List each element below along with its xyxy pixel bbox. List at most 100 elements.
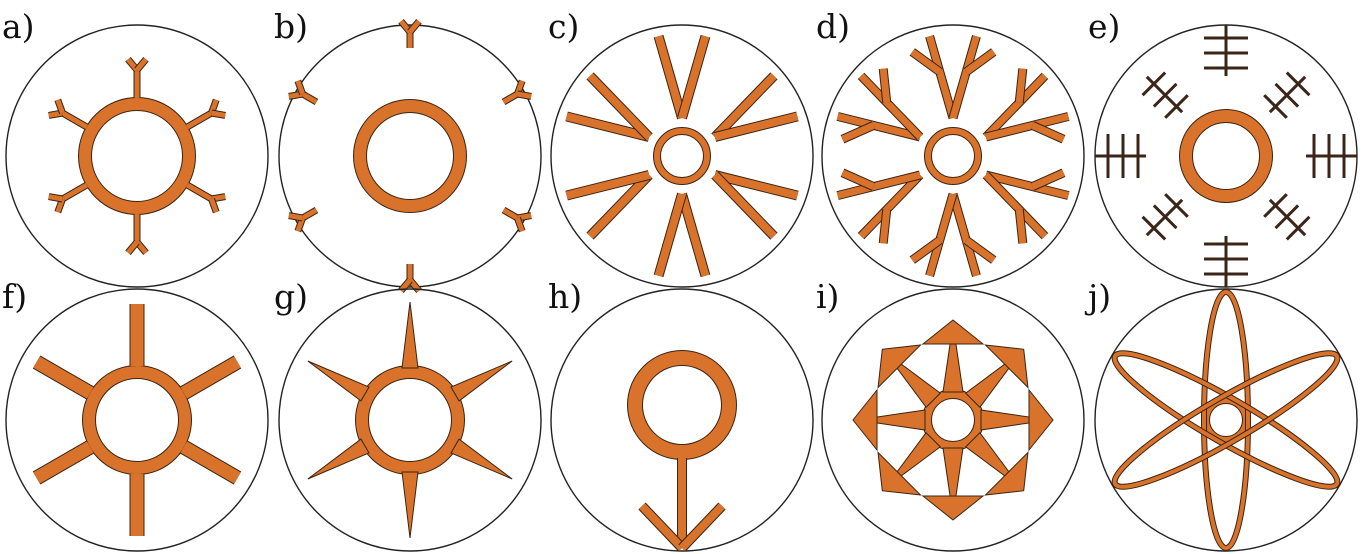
branch-electrode-0-1 xyxy=(949,35,980,119)
disc-outline xyxy=(550,288,814,552)
fork-electrode-4-arm xyxy=(516,91,532,99)
wire-crossbar-5-2 xyxy=(1141,215,1167,241)
disc-outline xyxy=(1094,288,1358,552)
wire-crossbar-5-0 xyxy=(1164,193,1189,218)
electrode-pattern-c xyxy=(565,34,799,278)
branch-electrode-1-1 xyxy=(985,113,1070,141)
v-electrode-2-1 xyxy=(712,172,777,239)
branch-electrode-3-0 xyxy=(949,193,980,277)
panel-label-e: e) xyxy=(1088,7,1120,46)
panel-label-j: j) xyxy=(1084,277,1111,316)
sub-branch-electrode-2-1 xyxy=(1015,209,1027,244)
sub-branch-electrode-1-1 xyxy=(1031,122,1065,143)
fork-electrode-4-arm xyxy=(48,194,63,202)
v-electrode-1-0 xyxy=(712,73,777,140)
panel-label-i: i) xyxy=(816,277,839,316)
panel-label-c: c) xyxy=(548,7,579,46)
spike-electrode-2 xyxy=(980,409,1050,431)
v-electrode-1-1 xyxy=(713,112,799,141)
branch-electrode-0-0 xyxy=(926,35,957,119)
loop-electrode-1 xyxy=(1112,351,1340,489)
panel-label-a: a) xyxy=(2,7,35,46)
sub-branch-electrode-2-0 xyxy=(1031,169,1065,190)
cross-tip-electrode-1 xyxy=(984,344,1029,389)
branch-electrode-4-0 xyxy=(858,172,923,239)
fork-electrode-1-stem xyxy=(185,110,213,130)
spike-electrode-2 xyxy=(450,438,513,480)
fork-electrode-2-stem xyxy=(301,91,318,105)
spike-electrode-6 xyxy=(856,409,926,431)
ring-electrode xyxy=(1180,110,1272,202)
branch-electrode-3-1 xyxy=(926,193,957,277)
spike-electrode-4 xyxy=(942,447,964,517)
ring-electrode xyxy=(654,128,710,184)
sub-branch-electrode-1-0 xyxy=(1015,68,1027,103)
cross-tip-electrode-4 xyxy=(921,495,985,521)
panel-b: b) xyxy=(274,7,542,293)
panel-i: i) xyxy=(816,277,1085,552)
panel-c: c) xyxy=(548,7,814,288)
wire-crossbar-7-2 xyxy=(1141,71,1167,97)
wire-crossbar-1-1 xyxy=(1274,82,1300,108)
panel-e: e) xyxy=(1088,7,1358,288)
sub-branch-electrode-0-1 xyxy=(964,49,996,75)
v-electrode-5-1 xyxy=(587,73,652,140)
spike-electrode-5 xyxy=(307,360,370,402)
spike-electrode-1 xyxy=(450,360,513,402)
cross-tip-electrode-6 xyxy=(852,388,878,452)
disc-outline xyxy=(821,24,1085,288)
spoke-electrode-5 xyxy=(33,356,94,399)
fork-electrode-5-stem xyxy=(502,207,519,221)
v-electrode-3-1 xyxy=(654,192,686,277)
branch-electrode-4-1 xyxy=(836,171,921,199)
sub-branch-electrode-3-1 xyxy=(910,237,942,263)
loop-electrode-edge-2 xyxy=(1111,350,1341,490)
disc-outline xyxy=(278,24,542,288)
sub-branch-electrode-5-0 xyxy=(841,122,875,143)
v-electrode-2-0 xyxy=(713,171,799,200)
arrow-arm-electrode xyxy=(679,503,725,551)
panel-label-f: f) xyxy=(2,277,27,316)
sub-branch-electrode-4-1 xyxy=(841,169,875,190)
ring-electrode xyxy=(354,100,466,212)
v-electrode-0-0 xyxy=(654,35,686,120)
spoke-electrode-2 xyxy=(180,441,241,484)
wire-crossbar-3-1 xyxy=(1274,204,1300,230)
fork-electrode-2-stem xyxy=(185,182,213,202)
ring-electrode xyxy=(356,366,464,474)
spike-electrode-3 xyxy=(401,471,419,539)
wire-crossbar-1-2 xyxy=(1285,71,1311,97)
loop-electrode-edge-1 xyxy=(1111,350,1341,490)
branch-electrode-5-0 xyxy=(836,113,921,141)
spike-electrode-0 xyxy=(942,323,964,393)
electrode-pattern-b xyxy=(288,19,532,293)
electrode-pattern-f xyxy=(32,304,242,536)
wire-crossbar-7-0 xyxy=(1164,94,1189,119)
spike-electrode-4 xyxy=(307,438,370,480)
cross-tip-electrode-3 xyxy=(984,451,1029,496)
panel-f: f) xyxy=(2,277,269,552)
ring-electrode xyxy=(83,366,191,474)
fork-electrode-5-arm xyxy=(515,217,525,233)
panel-h: h) xyxy=(548,277,814,552)
panel-d: d) xyxy=(816,7,1085,288)
fork-electrode-1-arm xyxy=(288,213,304,221)
cross-tip-electrode-2 xyxy=(1028,388,1054,452)
sub-branch-electrode-0-0 xyxy=(910,49,942,75)
ring-electrode xyxy=(923,390,983,450)
spoke-electrode-4 xyxy=(33,441,94,484)
panel-label-g: g) xyxy=(274,277,308,316)
electrode-pattern-a xyxy=(48,57,226,255)
panel-label-b: b) xyxy=(274,7,308,46)
panel-label-h: h) xyxy=(548,277,582,316)
panel-g: g) xyxy=(274,277,542,552)
panel-j: j) xyxy=(1084,277,1358,552)
fork-electrode-0-arm xyxy=(135,57,148,72)
fork-electrode-5-stem xyxy=(61,110,89,130)
fork-electrode-4-stem xyxy=(61,182,89,202)
panel-a: a) xyxy=(2,7,269,288)
electrode-pattern-i xyxy=(852,319,1054,521)
wire-crossbar-1-0 xyxy=(1263,94,1288,119)
ring-electrode xyxy=(925,128,981,184)
